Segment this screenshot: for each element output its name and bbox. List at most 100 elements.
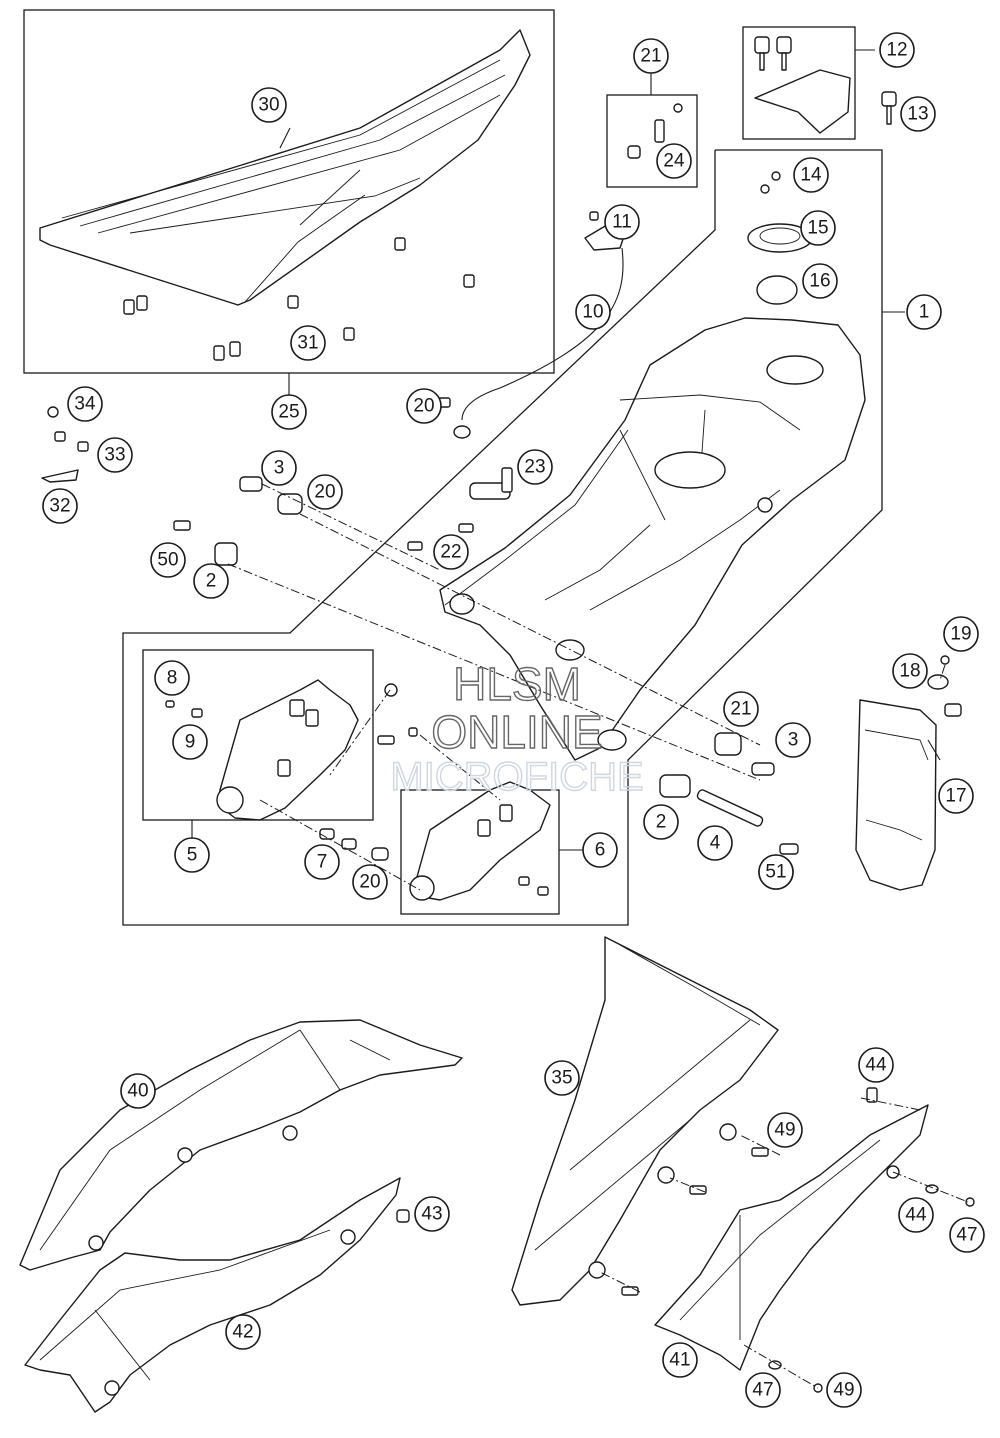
washers-47-49 [768,1184,975,1393]
callout-20: 20 [352,864,388,900]
callout-number: 20 [314,482,335,503]
callout-22: 22 [433,534,469,570]
callout-20: 20 [406,388,442,424]
leader-lines [191,49,941,851]
callout-circle [643,804,679,840]
callout-number: 8 [167,668,178,689]
callout-circle [575,294,611,330]
callout-circle [290,325,326,361]
callout-number: 24 [663,151,685,172]
callout-circle [949,1217,985,1253]
bracket-right [409,781,551,901]
callout-number: 3 [274,458,285,479]
callout-circle [662,1342,698,1378]
seat-mounts [123,237,475,361]
callout-number: 9 [185,732,196,753]
callout-circle [604,204,640,240]
callout-number: 2 [206,571,217,592]
callout-circle [517,449,553,485]
callout-49: 49 [767,1112,803,1148]
bracket-right-box [400,789,560,915]
fuel-cap-parts [747,171,813,305]
callout-2: 2 [643,804,679,840]
callout-circle [858,1047,894,1083]
callout-circle [697,825,733,861]
callout-18: 18 [892,653,928,689]
callout-42: 42 [225,1314,261,1350]
lock-keys [754,36,897,134]
callout-number: 25 [278,402,299,423]
callout-circle [352,864,388,900]
fuel-tank [439,317,866,761]
callout-circle [261,450,297,486]
callout-number: 51 [765,862,786,883]
callout-4: 4 [697,825,733,861]
callout-number: 30 [258,95,279,116]
callout-number: 40 [127,1081,148,1102]
callout-12: 12 [879,32,915,68]
callout-number: 43 [421,1204,442,1225]
callout-circle [900,96,936,132]
callout-circle [225,1314,261,1350]
callout-number: 47 [956,1225,977,1246]
callout-15: 15 [800,210,836,246]
side-panel-43 [24,1177,410,1413]
callout-19: 19 [943,616,979,652]
watermark-line-3: MICROFICHE [390,755,643,799]
callout-24: 24 [656,143,692,179]
callout-49: 49 [826,1372,862,1408]
callout-circle [251,87,287,123]
callout-number: 13 [907,104,928,125]
bracket-left [216,679,359,821]
callout-40: 40 [120,1073,156,1109]
callout-1: 1 [906,294,942,330]
callout-circle [150,542,186,578]
callout-11: 11 [604,204,640,240]
callout-circle [582,832,618,868]
callout-number: 42 [232,1322,253,1343]
callout-3: 3 [775,722,811,758]
callout-number: 1 [919,302,930,323]
callout-number: 18 [899,661,920,682]
callout-47: 47 [949,1217,985,1253]
callout-circle [656,143,692,179]
callout-circle [800,210,836,246]
callout-circle [97,437,133,473]
callout-23: 23 [517,449,553,485]
callout-number: 21 [730,699,751,720]
callout-circle [174,837,210,873]
callout-circle [414,1196,450,1232]
tank-group-box [122,149,883,926]
assembly-lines [227,483,969,1389]
callout-number: 11 [612,212,632,233]
callout-circle [120,1073,156,1109]
side-cover-17 [855,655,962,891]
callout-number: 12 [886,40,907,61]
callout-50: 50 [150,542,186,578]
callout-circle [172,724,208,760]
callout-circle [745,1372,781,1408]
callout-number: 32 [49,496,70,517]
callout-41: 41 [662,1342,698,1378]
callout-circle [775,722,811,758]
callout-circle [826,1372,862,1408]
callout-number: 34 [74,394,96,415]
callout-circle [271,394,307,430]
spoiler-41 [19,1019,463,1271]
callout-circle [304,844,340,880]
callout-number: 19 [950,624,971,645]
callout-number: 4 [710,833,721,854]
callout-17: 17 [938,778,974,814]
callout-number: 16 [809,271,830,292]
tank-hardware [173,467,799,855]
callout-6: 6 [582,832,618,868]
callout-circle [433,534,469,570]
callout-number: 20 [359,872,380,893]
callout-circle [938,778,974,814]
callout-circle [879,32,915,68]
callout-21: 21 [723,691,759,727]
callout-35: 35 [544,1060,580,1096]
callout-number: 49 [774,1120,795,1141]
